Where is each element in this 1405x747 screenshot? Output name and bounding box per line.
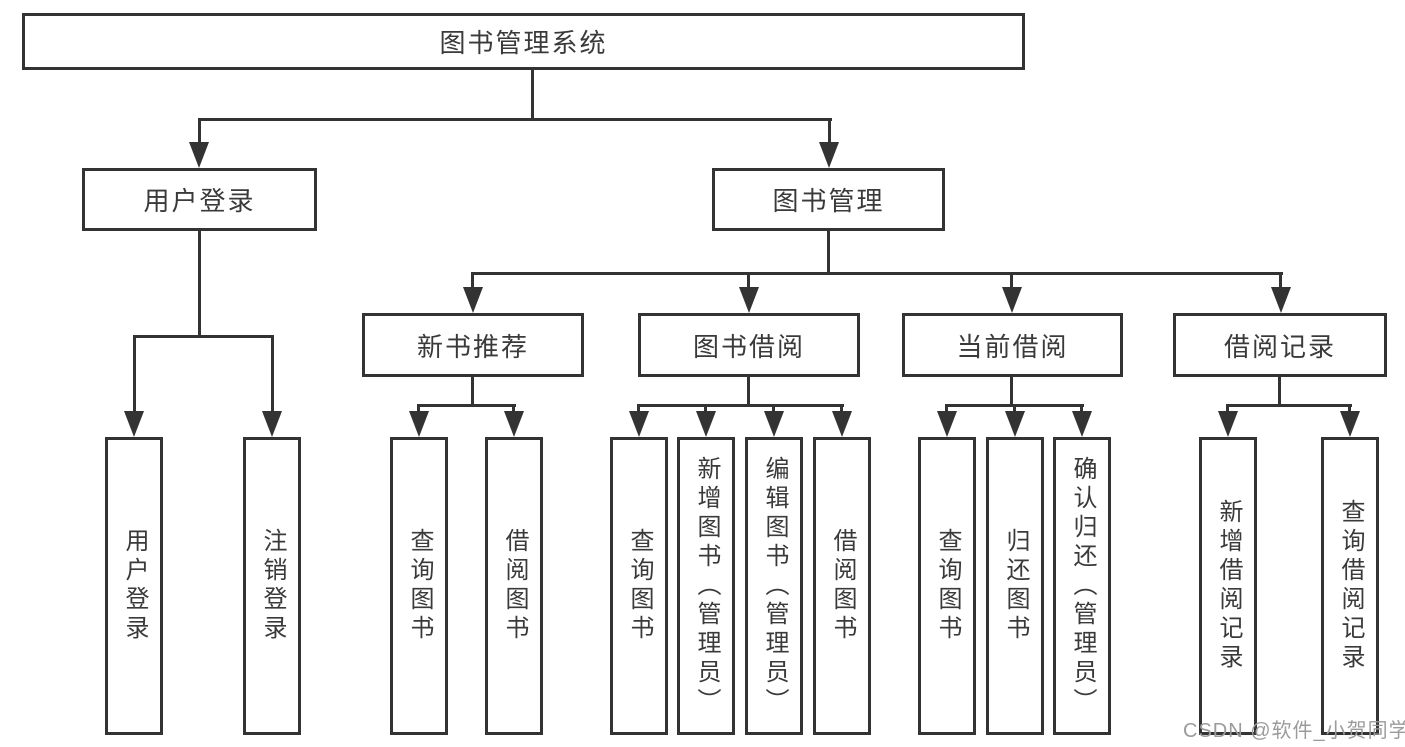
arrow-down-icon xyxy=(1218,411,1238,437)
node-label: 新增图书（管理员） xyxy=(693,455,720,717)
node-label: 查询图书 xyxy=(934,528,961,644)
node-query-books-recommend: 查询图书 xyxy=(390,437,448,735)
arrow-down-icon xyxy=(739,287,759,313)
node-borrow-books: 借阅图书 xyxy=(813,437,871,735)
connector-h xyxy=(133,335,274,338)
node-label: 归还图书 xyxy=(1002,528,1029,644)
connector-v xyxy=(1278,377,1281,404)
node-book-management: 图书管理 xyxy=(712,168,945,231)
node-label: 注销登录 xyxy=(259,528,286,644)
node-query-books-borrowing: 查询图书 xyxy=(610,437,668,735)
node-label: 查询图书 xyxy=(626,528,653,644)
node-label: 用户登录 xyxy=(121,528,148,644)
arrow-down-icon xyxy=(832,411,852,437)
arrow-down-icon xyxy=(1072,411,1092,437)
arrow-down-icon xyxy=(504,411,524,437)
connector-h xyxy=(471,272,1283,275)
node-label: 借阅记录 xyxy=(1223,331,1336,362)
node-label: 用户登录 xyxy=(143,186,256,216)
arrow-down-icon xyxy=(1005,411,1025,437)
connector-h xyxy=(637,404,844,407)
connector-v xyxy=(471,377,474,404)
arrow-down-icon xyxy=(764,411,784,437)
node-edit-books-admin: 编辑图书（管理员） xyxy=(745,437,803,735)
node-label: 当前借阅 xyxy=(956,331,1069,362)
node-label: 确认归还（管理员） xyxy=(1069,455,1096,717)
arrow-down-icon xyxy=(262,411,282,437)
connector-v xyxy=(471,275,474,289)
csdn-watermark: CSDN @软件_小贺同学 xyxy=(1183,720,1405,742)
connector-v xyxy=(271,338,274,412)
node-logout: 注销登录 xyxy=(243,437,301,735)
arrow-down-icon xyxy=(189,142,209,168)
connector-v xyxy=(747,275,750,289)
connector-h xyxy=(1226,404,1352,407)
connector-v xyxy=(828,121,831,146)
node-label: 借阅图书 xyxy=(829,528,856,644)
node-label: 查询图书 xyxy=(406,528,433,644)
node-return-books: 归还图书 xyxy=(986,437,1044,735)
connector-v xyxy=(133,338,136,412)
node-label: 新增借阅记录 xyxy=(1215,499,1242,673)
node-borrowing-records: 借阅记录 xyxy=(1173,313,1387,377)
arrow-down-icon xyxy=(819,142,839,168)
node-book-borrowing: 图书借阅 xyxy=(638,313,860,377)
node-current-borrowing: 当前借阅 xyxy=(902,313,1123,377)
arrow-down-icon xyxy=(463,287,483,313)
arrow-down-icon xyxy=(696,411,716,437)
connector-v xyxy=(1010,377,1013,404)
node-user-login-leaf: 用户登录 xyxy=(105,437,163,735)
node-new-book-recommendation: 新书推荐 xyxy=(362,313,584,377)
arrow-down-icon xyxy=(1340,411,1360,437)
connector-v xyxy=(747,377,750,404)
node-borrow-books-recommend: 借阅图书 xyxy=(485,437,543,735)
node-label: 借阅图书 xyxy=(501,528,528,644)
connector-v xyxy=(198,121,201,146)
arrow-down-icon xyxy=(937,411,957,437)
connector-h xyxy=(417,404,516,407)
connector-h xyxy=(198,118,832,121)
node-label: 新书推荐 xyxy=(416,331,529,362)
node-query-borrow-record: 查询借阅记录 xyxy=(1321,437,1379,735)
arrow-down-icon xyxy=(124,411,144,437)
connector-v xyxy=(1279,275,1282,289)
connector-v xyxy=(198,231,201,335)
node-label: 图书借阅 xyxy=(692,331,805,362)
node-user-login: 用户登录 xyxy=(82,168,317,231)
node-label: 查询借阅记录 xyxy=(1337,499,1364,673)
node-label: 图书管理系统 xyxy=(439,28,608,58)
node-label: 图书管理 xyxy=(772,186,885,216)
connector-v xyxy=(531,70,534,120)
connector-h xyxy=(945,404,1084,407)
node-add-books-admin: 新增图书（管理员） xyxy=(677,437,735,735)
arrow-down-icon xyxy=(409,411,429,437)
arrow-down-icon xyxy=(1271,287,1291,313)
node-library-management-system: 图书管理系统 xyxy=(22,13,1025,70)
node-add-borrow-record: 新增借阅记录 xyxy=(1199,437,1257,735)
arrow-down-icon xyxy=(629,411,649,437)
node-confirm-return-admin: 确认归还（管理员） xyxy=(1053,437,1111,735)
node-label: 编辑图书（管理员） xyxy=(761,455,788,717)
connector-v xyxy=(1010,275,1013,289)
connector-v xyxy=(827,231,830,272)
arrow-down-icon xyxy=(1002,287,1022,313)
node-query-books-current: 查询图书 xyxy=(918,437,976,735)
